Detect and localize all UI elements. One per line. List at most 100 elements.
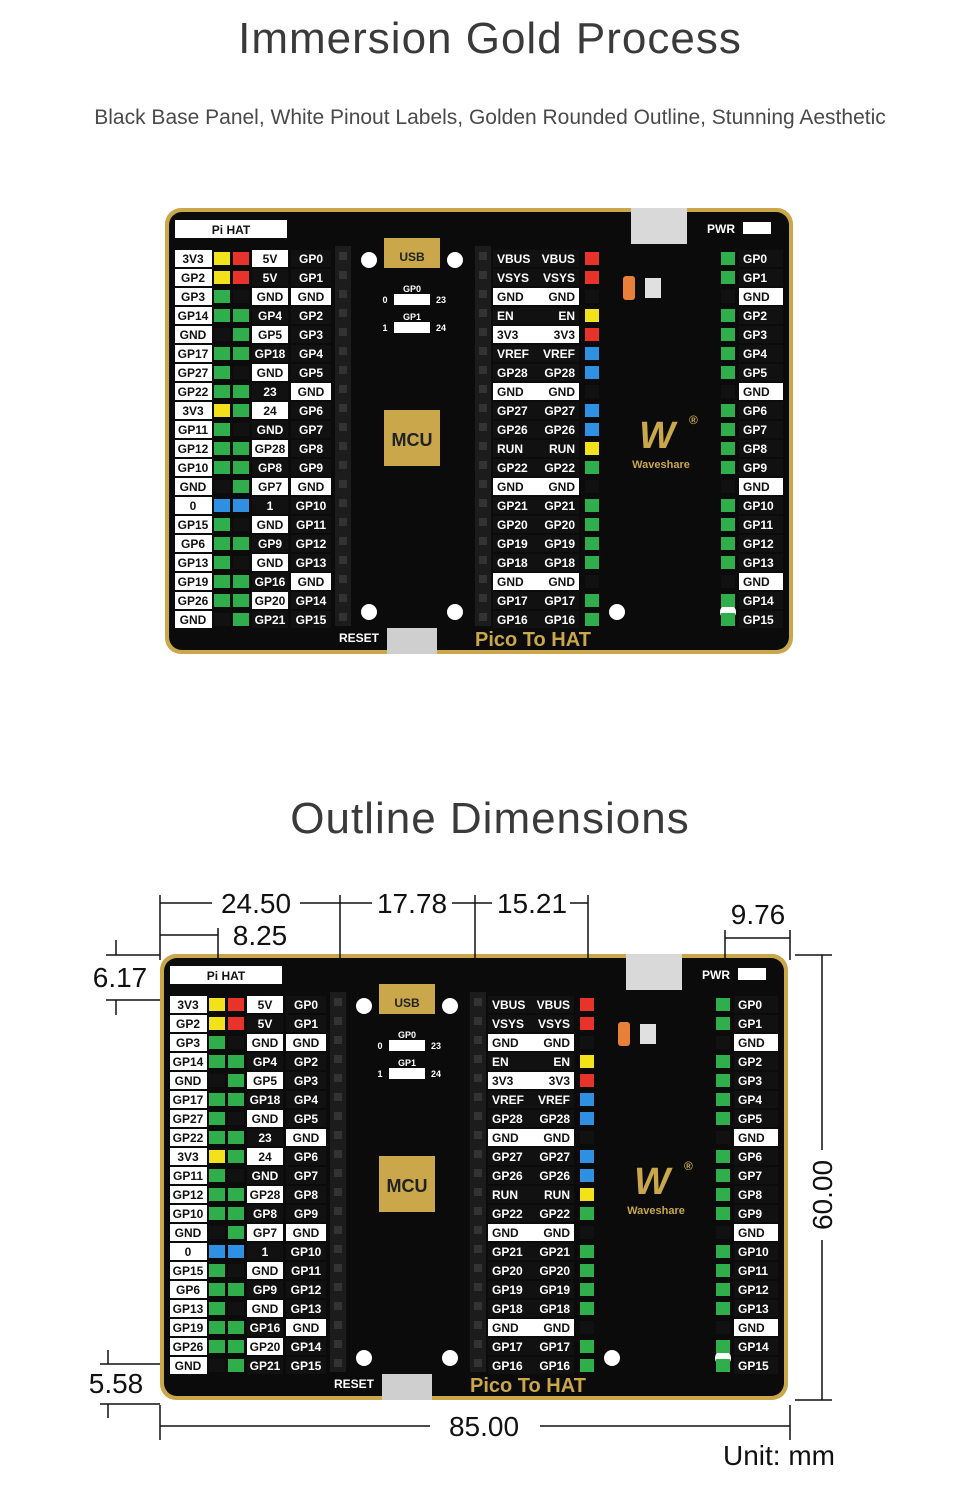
mid-label-bg [488,1148,574,1165]
right-pin-header [721,613,735,626]
dimension-label: 6.17 [93,962,148,993]
pin-label-bg [286,996,326,1013]
pin-label-bg [252,440,288,457]
mid-label-bg [493,288,579,305]
pin-header [233,366,249,379]
pin-header [228,1131,244,1144]
right-pin-label: GP12 [738,1283,769,1297]
pihat-label-box [175,220,287,238]
pin-label-bg [252,497,288,514]
pin-label-bg [252,554,288,571]
pin-label-right: GP10 [296,499,327,513]
pin-label-right: GP3 [294,1074,318,1088]
pin-header [209,1188,225,1201]
mid-pin-header [580,1207,594,1220]
mid-pin-header [585,309,599,322]
pin-label-left: GP14 [178,309,209,323]
jumper-gp0 [394,294,430,305]
header-pin [334,1264,342,1272]
pin-label-bg [247,1110,283,1127]
header-pin [339,290,347,298]
mounting-hole [356,998,372,1014]
pin-label-right: GP7 [294,1169,318,1183]
mid-label-right: GND [548,480,575,494]
pin-label-mid: GND [252,1169,279,1183]
header-pin [334,1302,342,1310]
mid-pin-header [585,499,599,512]
right-label-bg [739,497,783,514]
mid-label-bg [493,250,579,267]
pin-header [214,347,230,360]
pin-label-left: GP17 [173,1093,204,1107]
mid-pin-header [580,1017,594,1030]
pin-label-bg [247,1015,283,1032]
pin-label-bg [170,1357,207,1374]
pin-label-right: GP15 [296,613,327,627]
right-label-bg [739,459,783,476]
right-pin-header [716,1131,730,1144]
mcu-label: MCU [387,1176,428,1196]
pin-label-bg [175,383,212,400]
pin-header [228,1093,244,1106]
pin-label-mid: GND [252,1302,279,1316]
mid-label-right: GND [548,575,575,589]
pin-label-bg [286,1357,326,1374]
mid-pin-header [585,347,599,360]
right-pin-header [721,347,735,360]
pwr-led [738,968,766,980]
pin-label-bg [286,1034,326,1051]
registered-mark: ® [689,413,698,427]
pin-label-bg [170,1091,207,1108]
mid-label-right: GP21 [539,1245,570,1259]
pin-label-left: GP15 [178,518,209,532]
pin-label-left: GP2 [176,1017,200,1031]
pin-label-bg [175,459,212,476]
pihat-label-box [170,966,282,984]
right-pin-header [721,461,735,474]
pin-label-bg [247,1338,283,1355]
mid-label-bg [493,497,579,514]
right-pin-label: GND [743,290,770,304]
mid-label-bg [488,1129,574,1146]
pin-header [233,575,249,588]
mid-label-left: GND [492,1321,519,1335]
mid-pin-header [585,271,599,284]
right-label-bg [734,1243,778,1260]
right-label-bg [734,1205,778,1222]
pin-label-left: GND [180,613,207,627]
pin-label-mid: 24 [258,1150,272,1164]
pin-label-bg [252,592,288,609]
pwr-led [743,222,771,234]
right-pin-header [721,594,735,607]
pin-label-bg [247,996,283,1013]
pin-label-mid: GND [252,1036,279,1050]
header-pin [339,423,347,431]
pin-label-left: GP19 [178,575,209,589]
pin-label-bg [175,611,212,628]
mid-pin-header [580,1264,594,1277]
right-label-bg [734,1072,778,1089]
mid-label-bg [488,1053,574,1070]
right-label-bg [734,1281,778,1298]
mid-label-left: GP16 [492,1359,523,1373]
pin-header [233,347,249,360]
right-label-bg [734,1262,778,1279]
mid-label-left: GND [492,1036,519,1050]
pin-header [233,252,249,265]
pin-label-left: GP26 [178,594,209,608]
right-pin-header [721,385,735,398]
reset-label: RESET [339,631,380,645]
right-label-bg [734,1053,778,1070]
header-pin [339,594,347,602]
header-pin [339,499,347,507]
pin-header [214,518,230,531]
mid-label-right: GP22 [544,461,575,475]
pin-label-bg [175,288,212,305]
pin-header [233,518,249,531]
pin-header [233,309,249,322]
